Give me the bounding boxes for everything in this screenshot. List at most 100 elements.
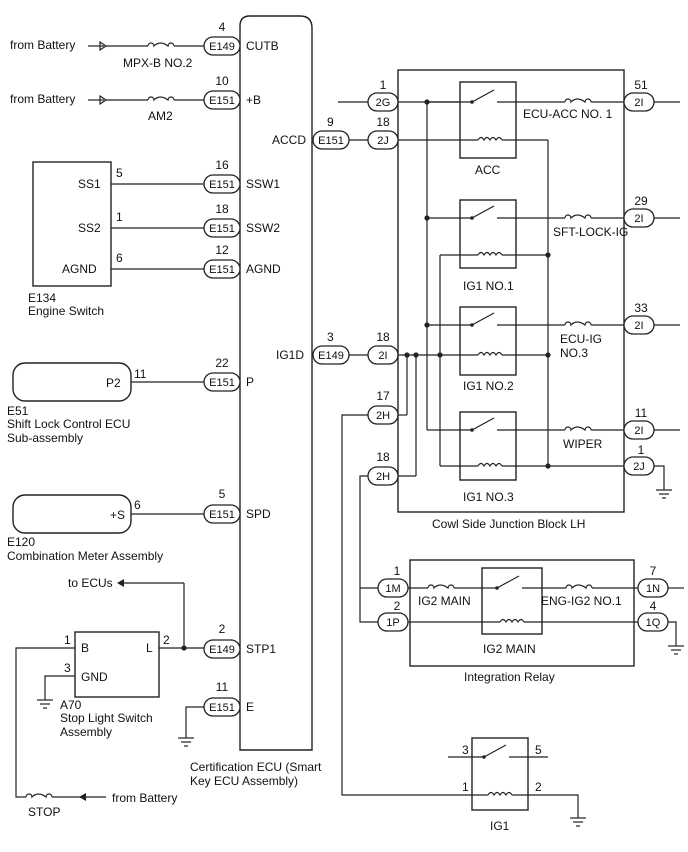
coil-icon	[477, 251, 503, 257]
pin-label-accd: ACCD	[272, 133, 306, 147]
connector-label: E151	[209, 264, 235, 276]
relay-label-ig1-no3: IG1 NO.3	[463, 490, 514, 504]
connector-label: 2I	[634, 425, 643, 437]
pin-number: 1	[638, 443, 645, 457]
junction-block-label: Cowl Side Junction Block LH	[432, 517, 585, 531]
certification-ecu-body	[239, 15, 313, 751]
fuse-icon	[564, 98, 592, 104]
pin-number: 18	[376, 330, 390, 344]
pin-number: 10	[215, 74, 229, 88]
fuse-icon	[25, 793, 53, 799]
pin-number: 1	[116, 210, 123, 224]
relay-label-ig2-main: IG2 MAIN	[483, 642, 536, 656]
pin-number: 7	[650, 564, 657, 578]
connector-label: 2H	[376, 471, 390, 483]
pin-number: 5	[219, 487, 226, 501]
connector-label: 2I	[634, 320, 643, 332]
ground-icon	[178, 737, 194, 747]
pin-number: 3	[64, 661, 71, 675]
fuse-label-ecu-ig-1: ECU-IG	[560, 332, 602, 346]
arrow-icon	[99, 94, 108, 106]
connector-e151-p	[203, 372, 241, 392]
connector-e151-ssw1	[203, 174, 241, 194]
connector-e149-stp1	[203, 639, 241, 659]
fuse-icon	[564, 214, 592, 220]
pin-number: 2	[163, 633, 170, 647]
relay-acc	[459, 81, 517, 159]
connector-label: E149	[209, 644, 235, 656]
connector-label: E149	[318, 350, 344, 362]
relay-label-ig1-no1: IG1 NO.1	[463, 279, 514, 293]
ecu-title-line-2: Key ECU Assembly)	[190, 774, 298, 788]
fuse-icon	[564, 321, 592, 327]
connector-label: E151	[209, 179, 235, 191]
connector-e151-spd	[203, 504, 241, 524]
combination-meter-name: Combination Meter Assembly	[7, 549, 163, 563]
relay-ig1-no3	[459, 411, 517, 481]
pin-number: 5	[116, 166, 123, 180]
pin-number: 17	[376, 389, 390, 403]
stop-light-code: A70	[60, 698, 82, 712]
pin-number: 29	[634, 194, 648, 208]
connector-e151-ssw2	[203, 218, 241, 238]
pin-number: 33	[634, 301, 648, 315]
connector-label: 2H	[376, 410, 390, 422]
pin-number: 6	[116, 251, 123, 265]
ground-icon	[656, 489, 672, 499]
fuse-label-mpx: MPX-B NO.2	[123, 56, 193, 70]
ground-icon	[37, 699, 53, 709]
pin-number: 3	[462, 743, 469, 757]
coil-icon	[477, 136, 503, 142]
from-battery-label: from Battery	[10, 38, 75, 52]
pin-label-ssw2: SSW2	[246, 221, 280, 235]
connector-label: E151	[209, 702, 235, 714]
coil-icon	[499, 618, 525, 624]
integration-relay-label: Integration Relay	[464, 670, 555, 684]
relay-label-ig1: IG1	[490, 819, 510, 833]
from-battery-label: from Battery	[112, 791, 177, 805]
pin-label-ss1: SS1	[78, 177, 101, 191]
pin-label-p2: P2	[106, 376, 121, 390]
pin-number: 1	[64, 633, 71, 647]
pin-number: 6	[134, 498, 141, 512]
connector-label: 2I	[378, 350, 387, 362]
engine-switch-name: Engine Switch	[28, 304, 104, 318]
pin-number: 4	[219, 20, 226, 34]
pin-number: 2	[394, 599, 401, 613]
pin-number: 2	[535, 780, 542, 794]
relay-ig2-main	[481, 567, 543, 635]
fuse-label-ig2-main: IG2 MAIN	[418, 594, 471, 608]
to-ecus-label: to ECUs	[68, 576, 113, 590]
fuse-label-ecu-ig-2: NO.3	[560, 346, 588, 360]
fuse-icon	[564, 426, 592, 432]
pin-label-cutb: CUTB	[246, 39, 279, 53]
arrow-icon	[99, 40, 108, 52]
pin-number: 18	[376, 450, 390, 464]
connector-e149-cutb	[203, 36, 241, 56]
pin-label-e: E	[246, 700, 254, 714]
connector-label: E151	[209, 377, 235, 389]
arrow-icon	[117, 579, 124, 587]
connector-label: 1P	[386, 617, 399, 629]
pin-number: 11	[134, 367, 147, 381]
pin-label-gnd: GND	[81, 670, 108, 684]
relay-ig1-no2	[459, 306, 517, 376]
connector-e151-plus-b	[203, 90, 241, 110]
pin-label-agnd: AGND	[62, 262, 97, 276]
connector-label: E151	[318, 135, 344, 147]
connector-label: 2I	[634, 97, 643, 109]
pin-number: 1	[462, 780, 469, 794]
fuse-label-ecu-acc: ECU-ACC NO. 1	[523, 107, 613, 121]
pin-number: 2	[219, 622, 226, 636]
connector-label: 2J	[633, 461, 645, 473]
connector-e151-e	[203, 697, 241, 717]
pin-label-ss2: SS2	[78, 221, 101, 235]
combination-meter-code: E120	[7, 535, 35, 549]
stop-light-name-2: Assembly	[60, 725, 112, 739]
connector-e151-agnd	[203, 259, 241, 279]
pin-number: 11	[635, 406, 648, 420]
pin-label-plus-b: +B	[246, 93, 261, 107]
from-battery-label: from Battery	[10, 92, 75, 106]
connector-label: E151	[209, 95, 235, 107]
pin-number: 16	[215, 158, 229, 172]
